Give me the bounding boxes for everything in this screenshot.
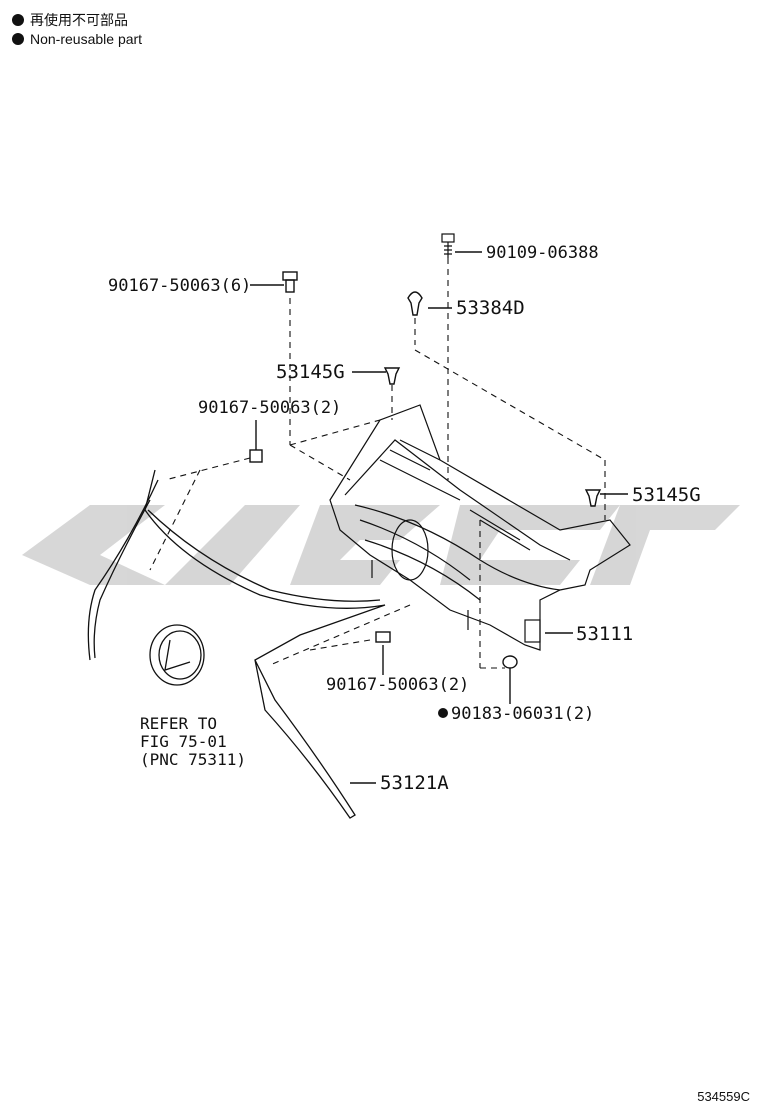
emblem	[149, 624, 205, 686]
watermark	[22, 505, 740, 585]
label-53145g-right: 53145G	[632, 484, 701, 506]
watermark-shape	[290, 505, 440, 585]
label-90167-2-bottom: 90167-50063(2)	[326, 675, 470, 695]
fastener-90167-top	[282, 271, 298, 293]
label-90183-text: 90183-06031(2)	[451, 704, 595, 724]
reference-line-3: (PNC 75311)	[140, 750, 246, 769]
watermark-shape	[590, 505, 740, 585]
clip-53384d	[407, 291, 423, 316]
clip-53145g-top	[383, 367, 401, 385]
label-53145g-top: 53145G	[276, 361, 345, 383]
nut-90183	[502, 655, 518, 669]
reference-line-2: FIG 75-01	[140, 732, 227, 751]
grille-53111	[329, 404, 631, 651]
watermark-shape	[22, 505, 165, 585]
fastener-90167-bottom	[375, 631, 391, 643]
label-53121a: 53121A	[380, 772, 449, 794]
reference-note: REFER TO FIG 75-01 (PNC 75311)	[140, 715, 246, 769]
legend-row-jp: 再使用不可部品	[12, 10, 128, 30]
legend-row-en: Non-reusable part	[12, 31, 142, 47]
bullet-icon	[12, 14, 24, 26]
legend-text-en: Non-reusable part	[30, 31, 143, 47]
label-90109: 90109-06388	[486, 243, 599, 263]
molding-53121a	[87, 469, 386, 819]
legend-text-jp: 再使用不可部品	[30, 12, 128, 28]
label-90167-2-top: 90167-50063(2)	[198, 398, 342, 418]
watermark-shape	[440, 505, 620, 585]
clip-53145g-right	[584, 489, 602, 507]
non-reusable-bullet-icon	[438, 708, 448, 718]
reference-line-1: REFER TO	[140, 714, 218, 733]
bullet-icon	[12, 33, 24, 45]
fastener-90109	[441, 233, 455, 258]
label-53384d: 53384D	[456, 297, 525, 319]
diagram-code: 534559C	[697, 1089, 750, 1104]
label-90183: 90183-06031(2)	[438, 704, 594, 724]
watermark-shape	[165, 505, 300, 585]
label-90167-6: 90167-50063(6)	[108, 276, 252, 296]
fastener-90167-left	[249, 449, 263, 463]
label-53111: 53111	[576, 623, 634, 645]
